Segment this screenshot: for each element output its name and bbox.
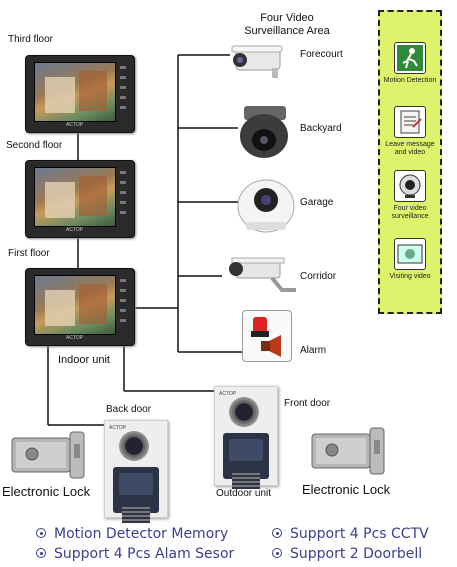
third-floor-label: Third floor <box>8 34 54 45</box>
ir-dome-camera-icon <box>237 179 295 233</box>
bullet-icon <box>272 528 282 538</box>
feature-alarm-sensor: Support 4 Pcs Alam Sesor <box>36 546 234 562</box>
indoor-unit-label: Indoor unit <box>58 354 110 366</box>
back-door-outdoor-unit: ACTOP <box>104 420 168 523</box>
running-man-icon <box>394 42 426 74</box>
electronic-lock-icon <box>311 427 385 475</box>
box-camera-icon <box>229 257 296 292</box>
sidebar-item-leave-message: Leave message and video <box>380 106 440 157</box>
outdoor-unit-label: Outdoor unit <box>216 488 272 499</box>
alarm-box <box>242 310 292 362</box>
indoor-monitor-first: ACTOP <box>25 268 135 346</box>
second-floor-label: Second floor <box>6 140 63 151</box>
alarm-siren-icon <box>251 317 281 357</box>
electronic-lock-icon <box>11 431 85 479</box>
front-door-label: Front door <box>284 398 331 409</box>
dome-camera-icon <box>240 106 288 158</box>
camera-label-garage: Garage <box>300 197 334 208</box>
camera-label-backyard: Backyard <box>300 123 342 134</box>
camera-label-alarm: Alarm <box>300 345 327 356</box>
door-camera-icon <box>119 431 149 461</box>
front-door-outdoor-unit: ACTOP <box>214 386 278 489</box>
back-door-label: Back door <box>106 404 152 415</box>
indoor-monitor-third: ACTOP <box>25 55 135 133</box>
camera-label-corridor: Corridor <box>300 271 337 282</box>
door-camera-icon <box>229 397 259 427</box>
bullet-icon <box>272 548 282 558</box>
electronic-lock-label-right: Electronic Lock <box>302 482 391 497</box>
bullet-icon <box>36 548 46 558</box>
sidebar-item-motion-detection: Motion Detection <box>380 42 440 85</box>
bullet-icon <box>36 528 46 538</box>
sidebar-item-four-video: Four video surveillance <box>380 170 440 221</box>
electronic-lock-label-left: Electronic Lock <box>2 484 91 499</box>
feature-cctv: Support 4 Pcs CCTV <box>272 526 429 542</box>
webcam-icon <box>394 170 426 202</box>
feature-doorbell: Support 2 Doorbell <box>272 546 422 562</box>
feature-sidebar: Motion Detection Leave message and video… <box>378 10 442 314</box>
bullet-camera-icon <box>231 45 283 78</box>
notepad-icon <box>394 106 426 138</box>
first-floor-label: First floor <box>8 248 50 259</box>
surveillance-title: Four Video Surveillance Area <box>244 12 330 37</box>
camera-label-forecourt: Forecourt <box>300 49 343 60</box>
feature-motion-detector: Motion Detector Memory <box>36 526 228 542</box>
indoor-monitor-second: ACTOP <box>25 160 135 238</box>
video-screen-icon <box>394 238 426 270</box>
sidebar-item-visiting-video: Visiting video <box>380 238 440 281</box>
